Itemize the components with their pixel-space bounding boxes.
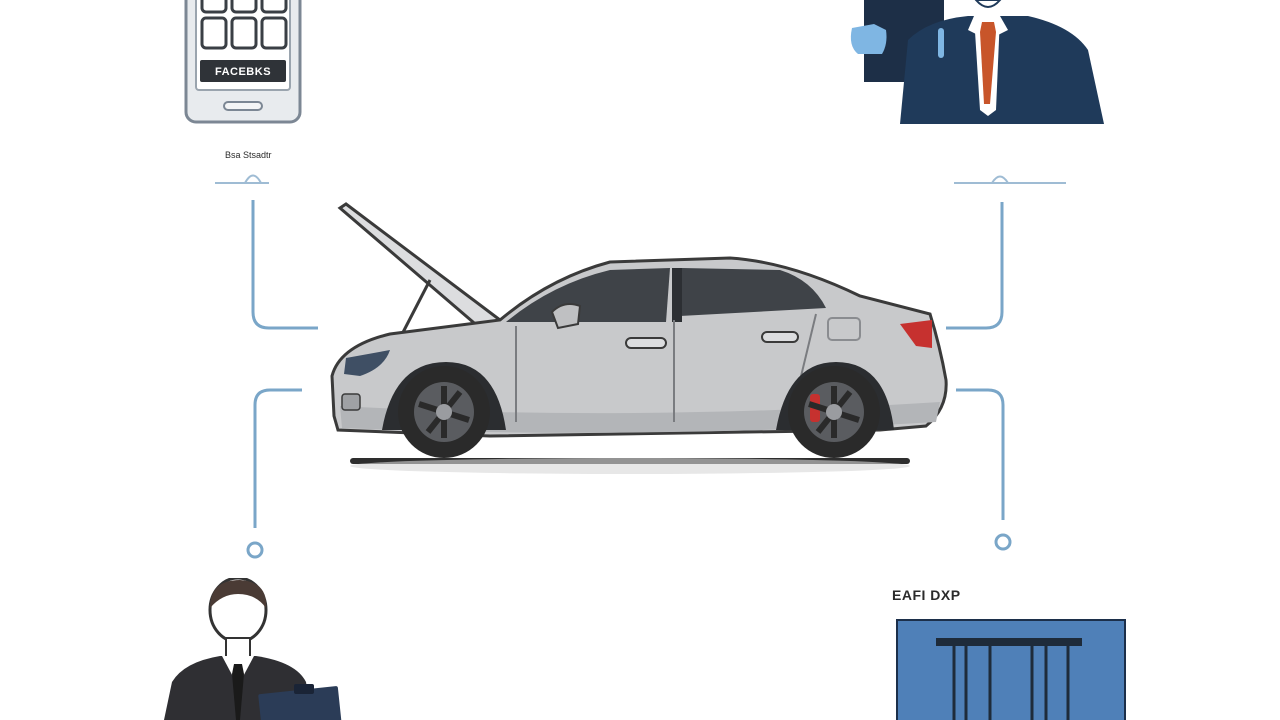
top-left-connector-cap (213, 166, 273, 188)
inspector-person-icon (160, 578, 360, 720)
car-lift-icon (896, 618, 1128, 720)
top-left-caption: Bsa Stsadtr (225, 150, 272, 160)
rear-wheel (788, 366, 880, 458)
top-right-connector-cap (952, 168, 1068, 188)
phone-screen-label: FACEBKS (214, 66, 272, 78)
car-illustration (320, 196, 960, 486)
front-wheel (398, 366, 490, 458)
bottom-right-caption: EAFI DXP (892, 587, 961, 603)
phone-icon (184, 0, 304, 126)
businessman-icon (848, 0, 1110, 126)
